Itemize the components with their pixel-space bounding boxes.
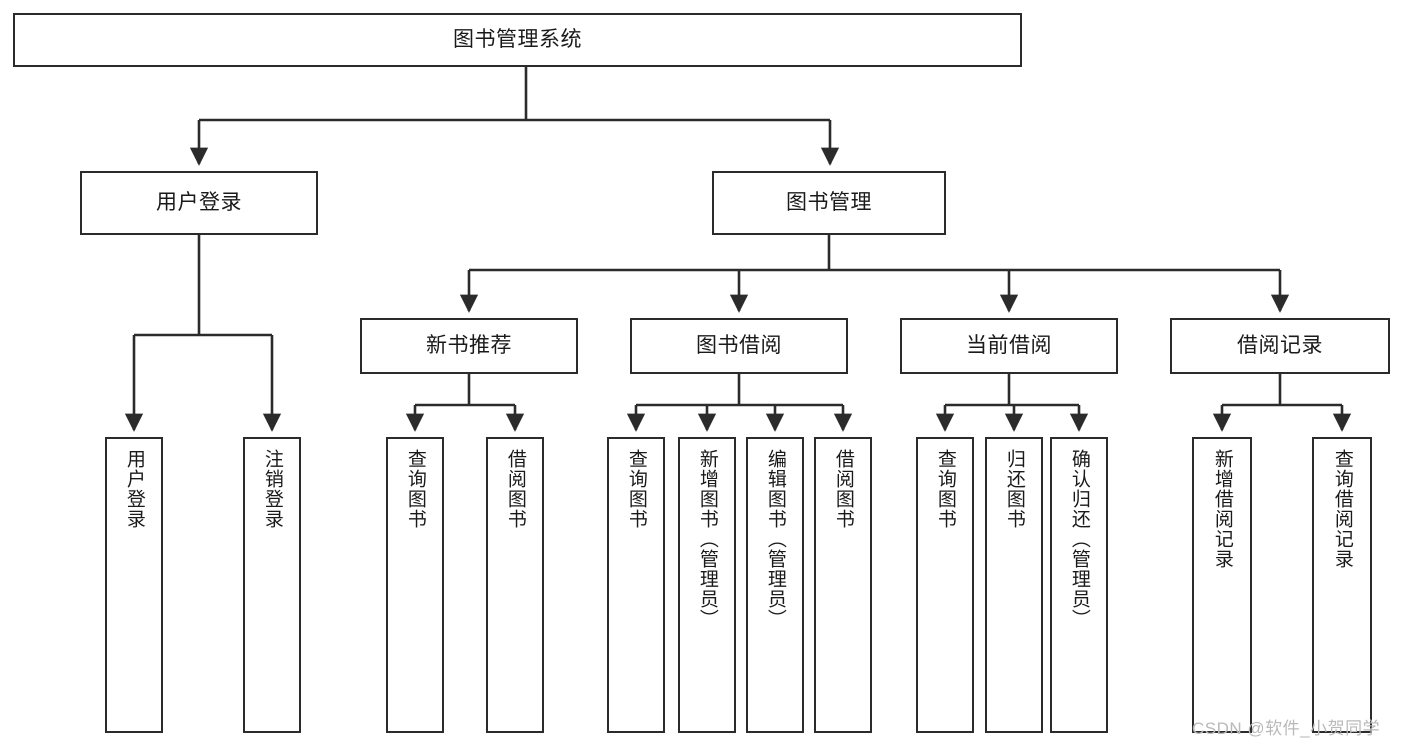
node-leaf-return-book-label: 归还图书 bbox=[1003, 449, 1025, 529]
node-leaf-add-borrow-record[interactable]: 新增借阅记录 bbox=[1192, 437, 1252, 733]
node-new-book-recommend[interactable]: 新书推荐 bbox=[360, 318, 578, 374]
node-leaf-borrow-book[interactable]: 借阅图书 bbox=[814, 437, 872, 733]
node-leaf-query-book-recommend[interactable]: 查询图书 bbox=[386, 437, 444, 733]
node-leaf-query-book[interactable]: 查询图书 bbox=[607, 437, 665, 733]
node-borrow-record[interactable]: 借阅记录 bbox=[1170, 318, 1390, 374]
node-leaf-borrow-book-recommend-label: 借阅图书 bbox=[504, 449, 526, 529]
node-leaf-add-book-admin[interactable]: 新增图书（管理员） bbox=[678, 437, 736, 733]
watermark-text: CSDN @软件_小贺同学 bbox=[1192, 719, 1381, 738]
node-leaf-query-book-recommend-label: 查询图书 bbox=[404, 449, 426, 529]
node-book-borrow-label: 图书借阅 bbox=[696, 333, 782, 357]
node-leaf-query-borrow-record[interactable]: 查询借阅记录 bbox=[1312, 437, 1372, 733]
node-new-book-recommend-label: 新书推荐 bbox=[426, 333, 512, 357]
node-leaf-user-logout-label: 注销登录 bbox=[261, 449, 283, 529]
node-user-login[interactable]: 用户登录 bbox=[80, 171, 318, 235]
node-leaf-edit-book-admin-label: 编辑图书（管理员） bbox=[764, 449, 786, 629]
node-leaf-query-book-label: 查询图书 bbox=[625, 449, 647, 529]
node-user-login-label: 用户登录 bbox=[156, 190, 242, 214]
node-leaf-user-login-label: 用户登录 bbox=[123, 449, 145, 529]
node-current-borrow[interactable]: 当前借阅 bbox=[900, 318, 1118, 374]
node-root-system[interactable]: 图书管理系统 bbox=[13, 13, 1022, 67]
node-leaf-query-book-current[interactable]: 查询图书 bbox=[916, 437, 974, 733]
node-leaf-confirm-return-admin[interactable]: 确认归还（管理员） bbox=[1050, 437, 1108, 733]
node-leaf-add-borrow-record-label: 新增借阅记录 bbox=[1211, 449, 1233, 569]
node-leaf-user-logout[interactable]: 注销登录 bbox=[243, 437, 301, 733]
node-leaf-query-borrow-record-label: 查询借阅记录 bbox=[1331, 449, 1353, 569]
node-borrow-record-label: 借阅记录 bbox=[1237, 333, 1323, 357]
node-book-borrow[interactable]: 图书借阅 bbox=[630, 318, 848, 374]
node-root-label: 图书管理系统 bbox=[453, 27, 582, 51]
node-leaf-query-book-current-label: 查询图书 bbox=[934, 449, 956, 529]
node-book-manage-label: 图书管理 bbox=[786, 190, 872, 214]
node-leaf-user-login[interactable]: 用户登录 bbox=[105, 437, 163, 733]
node-leaf-add-book-admin-label: 新增图书（管理员） bbox=[696, 449, 718, 629]
node-leaf-borrow-book-recommend[interactable]: 借阅图书 bbox=[486, 437, 544, 733]
node-leaf-borrow-book-label: 借阅图书 bbox=[832, 449, 854, 529]
node-current-borrow-label: 当前借阅 bbox=[966, 333, 1052, 357]
node-leaf-edit-book-admin[interactable]: 编辑图书（管理员） bbox=[746, 437, 804, 733]
node-book-manage[interactable]: 图书管理 bbox=[712, 171, 946, 235]
node-leaf-return-book[interactable]: 归还图书 bbox=[985, 437, 1043, 733]
node-leaf-confirm-return-admin-label: 确认归还（管理员） bbox=[1068, 449, 1090, 629]
